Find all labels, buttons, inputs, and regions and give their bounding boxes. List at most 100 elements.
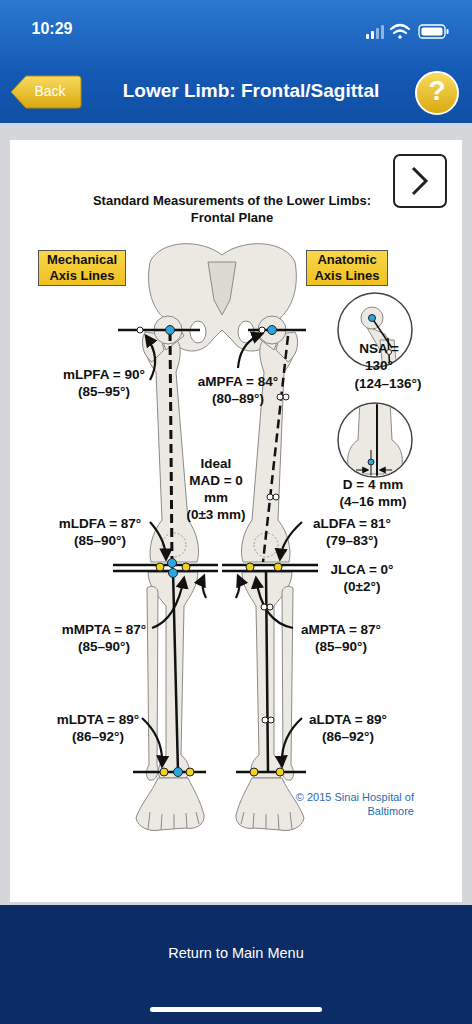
- node-text: Lower Limb: Frontal/Sagittal: [90, 80, 412, 102]
- axis-line: [113, 564, 218, 567]
- angle-arrow: [142, 718, 162, 766]
- measurement-label: mMPTA = 87°: [62, 621, 147, 638]
- wifi-icon: [391, 25, 409, 39]
- axis-point: [268, 717, 274, 723]
- node-text: Back: [10, 83, 82, 99]
- axis-point: [160, 768, 168, 776]
- measurement-label: JLCA = 0°: [330, 561, 393, 578]
- bone: [190, 321, 206, 343]
- measurement-label: (85–95°): [78, 383, 130, 400]
- axis-point: [262, 717, 268, 723]
- battery-icon: [419, 25, 449, 38]
- signal-icon: [376, 28, 379, 39]
- measurement-label: (86–92°): [72, 728, 124, 745]
- next-button: [394, 155, 446, 207]
- node-text: Mechanical Axis Lines: [39, 252, 125, 284]
- axis-point: [273, 494, 279, 500]
- measurement-label: mLDFA = 87°: [59, 515, 142, 532]
- angle-arrow: [146, 336, 155, 380]
- back-button: Back: [10, 74, 82, 110]
- battery-icon: [422, 28, 443, 36]
- measurement-label: (85–90°): [78, 638, 130, 655]
- battery-icon: [419, 25, 445, 38]
- axis-point: [186, 768, 194, 776]
- angle-arrow: [152, 578, 184, 628]
- axis-point: [268, 326, 277, 335]
- menu-band: Return to Main Menu: [0, 905, 472, 1024]
- signal-icon: [366, 34, 369, 39]
- help-button: ?: [414, 70, 460, 116]
- bone: [136, 244, 304, 831]
- axis-line: [113, 330, 318, 772]
- diagram-title: Standard Measurements of the Lower Limbs…: [77, 192, 387, 226]
- back-shape: [11, 76, 81, 108]
- axis-point: [274, 563, 282, 571]
- axis-point: [276, 768, 284, 776]
- measurement-label: mLDTA = 89°: [57, 711, 139, 728]
- axis-line: [263, 336, 288, 562]
- wifi-icon: [391, 25, 409, 29]
- axis-point: [261, 604, 267, 610]
- copyright-note: © 2015 Sinai Hospital of Baltimore: [290, 790, 414, 818]
- axis-point: [137, 327, 143, 333]
- inset-circle: [369, 315, 376, 322]
- measurement-label: (80–89°): [212, 390, 264, 407]
- inset-circle: [348, 400, 403, 480]
- status-time: 10:29: [32, 20, 73, 37]
- measurement-label: mLPFA = 90°: [63, 366, 145, 383]
- axis-point: [168, 559, 177, 568]
- inset-circle: [380, 469, 392, 470]
- axis-point: [259, 327, 265, 333]
- next-button: [413, 168, 426, 194]
- axis-point: [267, 494, 273, 500]
- angle-arrow: [238, 334, 262, 368]
- axis-point: [156, 563, 164, 571]
- angle-arrow: [150, 522, 166, 559]
- axis-line: [133, 771, 206, 774]
- measurement-label: (85–90°): [315, 638, 367, 655]
- content-background: [0, 125, 472, 905]
- measurement-label: Ideal MAD = 0 mm: [184, 455, 248, 506]
- axis-line: [118, 329, 200, 332]
- measurement-label: (86–92°): [322, 728, 374, 745]
- legend-box: Mechanical Axis Lines: [38, 250, 126, 286]
- axis-line: [222, 570, 318, 573]
- measurement-label: aMPFA = 84°: [198, 373, 278, 390]
- angle-arrow: [202, 576, 206, 598]
- measurement-label: aLDFA = 81°: [313, 515, 391, 532]
- content-panel: [10, 140, 462, 902]
- inset-circle: [361, 307, 383, 329]
- signal-icon: [371, 31, 374, 39]
- angle-arrow: [280, 522, 302, 559]
- next-button: [394, 155, 446, 207]
- axis-point: [283, 394, 289, 400]
- axis-line: [236, 771, 306, 774]
- legend-box: Anatomic Axis Lines: [306, 250, 388, 286]
- measurement-label: NSA = 130°: [352, 340, 406, 374]
- measurement-label: (79–83°): [326, 532, 378, 549]
- axis-line: [170, 332, 172, 563]
- node-text: Anatomic Axis Lines: [307, 252, 387, 284]
- measurement-label: (0±3 mm): [186, 506, 245, 523]
- measurement-label: D = 4 mm: [343, 476, 403, 493]
- signal-icon: [381, 25, 384, 39]
- wifi-icon: [398, 35, 402, 39]
- header-band: Lower Limb: Frontal/Sagittal Back?: [0, 0, 472, 125]
- axis-point: [277, 394, 283, 400]
- bone: [208, 262, 236, 315]
- angle-arrow: [282, 718, 302, 766]
- axis-point: [169, 569, 178, 578]
- axis-point: [182, 563, 190, 571]
- measurement-label: (4–16 mm): [340, 493, 407, 510]
- inset-circle: [348, 400, 403, 474]
- axis-point: [246, 563, 254, 571]
- angle-arrow: [256, 578, 293, 628]
- measurement-label: aMPTA = 87°: [301, 621, 381, 638]
- angle-arrow: [142, 334, 302, 766]
- axis-point: [267, 604, 273, 610]
- axis-line: [266, 571, 268, 772]
- inset-circle: [368, 459, 374, 465]
- signal-icon: [366, 25, 384, 39]
